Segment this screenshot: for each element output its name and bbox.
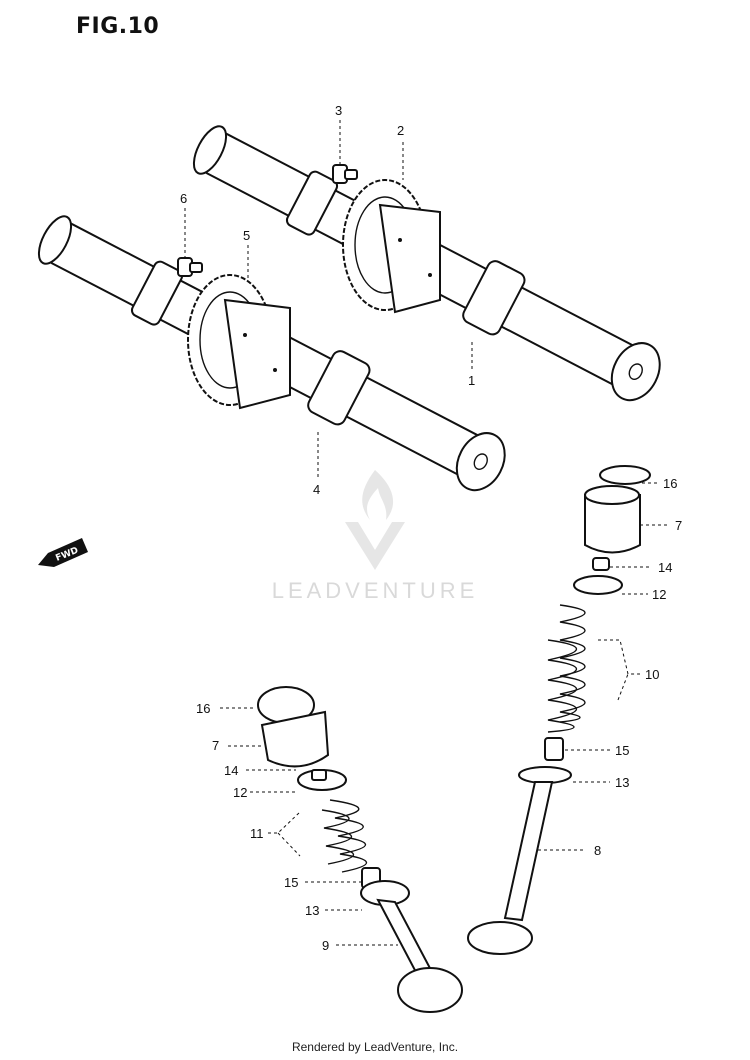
callout-13-left: 13 xyxy=(305,903,319,918)
callout-16-right: 16 xyxy=(663,476,677,491)
retainer-right xyxy=(573,575,623,595)
callout-5: 5 xyxy=(243,228,250,243)
flame-logo-icon xyxy=(362,470,394,520)
callout-7-right: 7 xyxy=(675,518,682,533)
valve-stem-right xyxy=(503,781,554,922)
callout-16-left: 16 xyxy=(196,701,210,716)
leader-lines xyxy=(184,120,668,946)
spring-seat-right xyxy=(518,766,572,784)
v-logo-icon xyxy=(345,522,405,570)
callout-4: 4 xyxy=(313,482,320,497)
tappet-right xyxy=(584,494,641,554)
valve-assembly-right xyxy=(467,465,651,955)
callout-8: 8 xyxy=(594,843,601,858)
callout-10: 10 xyxy=(645,667,659,682)
shim-right xyxy=(599,465,651,485)
cotter-left xyxy=(311,769,327,781)
callout-labels: 1 2 3 4 5 6 7 7 8 9 10 11 12 12 13 13 14… xyxy=(180,103,682,953)
callout-9: 9 xyxy=(322,938,329,953)
callout-12-left: 12 xyxy=(233,785,247,800)
valve-assembly-left xyxy=(257,686,463,1013)
callout-3: 3 xyxy=(335,103,342,118)
valve-head-right xyxy=(467,921,533,955)
front-direction-arrow: FWD xyxy=(38,538,88,567)
valve-head-left xyxy=(397,967,463,1013)
spring-right xyxy=(559,604,586,723)
callout-13-right: 13 xyxy=(615,775,629,790)
callout-11: 11 xyxy=(250,826,264,841)
cam-sprocket-lower xyxy=(187,274,291,410)
callout-14-left: 14 xyxy=(224,763,238,778)
figure-title: FIG.10 xyxy=(76,14,160,39)
callout-7-left: 7 xyxy=(212,738,219,753)
callout-15-right: 15 xyxy=(615,743,629,758)
footer-credit: Rendered by LeadVenture, Inc. xyxy=(291,1040,459,1054)
callout-6: 6 xyxy=(180,191,187,206)
callout-12-right: 12 xyxy=(652,587,666,602)
valve-stem-left xyxy=(376,898,434,978)
callout-15-left: 15 xyxy=(284,875,298,890)
spring-left xyxy=(329,799,367,873)
leadventure-watermark: LEADVENTURE xyxy=(272,470,479,603)
watermark-text: LEADVENTURE xyxy=(272,578,479,603)
cotter-right xyxy=(592,557,610,571)
sprocket-bolt-upper xyxy=(332,164,358,184)
cam-sprocket-upper xyxy=(342,179,441,314)
callout-14-right: 14 xyxy=(658,560,672,575)
seal-right xyxy=(544,737,564,761)
sprocket-bolt-lower xyxy=(177,257,203,277)
callout-2: 2 xyxy=(397,123,404,138)
callout-1: 1 xyxy=(468,373,475,388)
tappet-left xyxy=(260,710,330,768)
